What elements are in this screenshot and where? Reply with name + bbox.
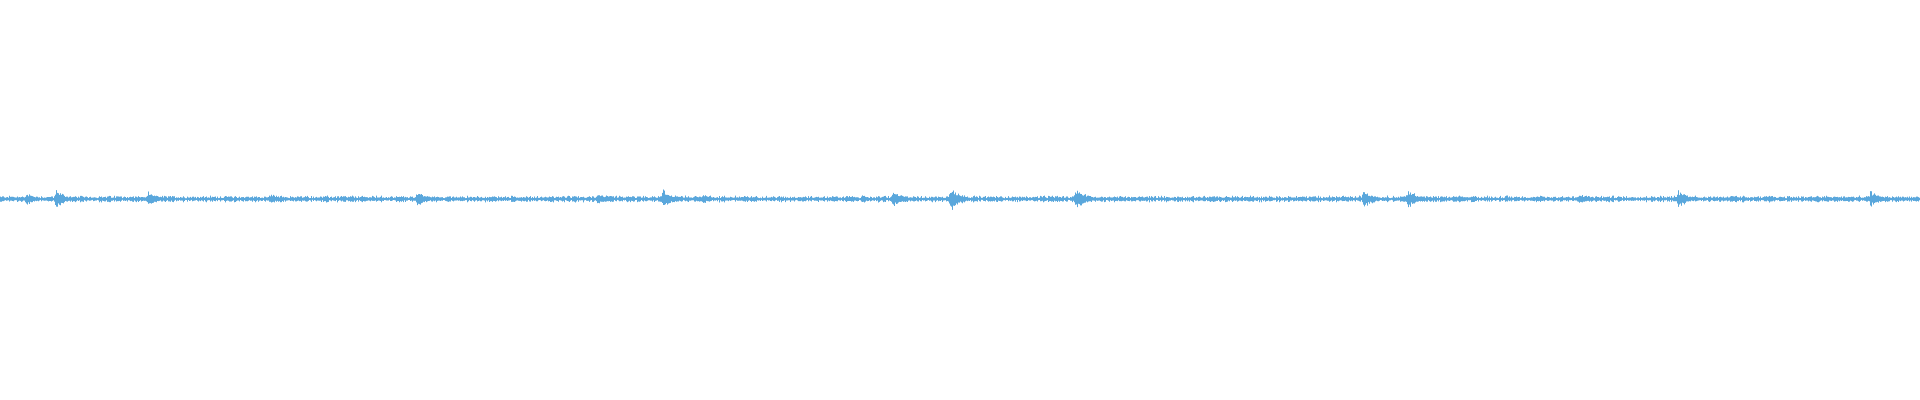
waveform-lines: [0, 189, 1920, 210]
waveform-path: [0, 189, 1920, 210]
